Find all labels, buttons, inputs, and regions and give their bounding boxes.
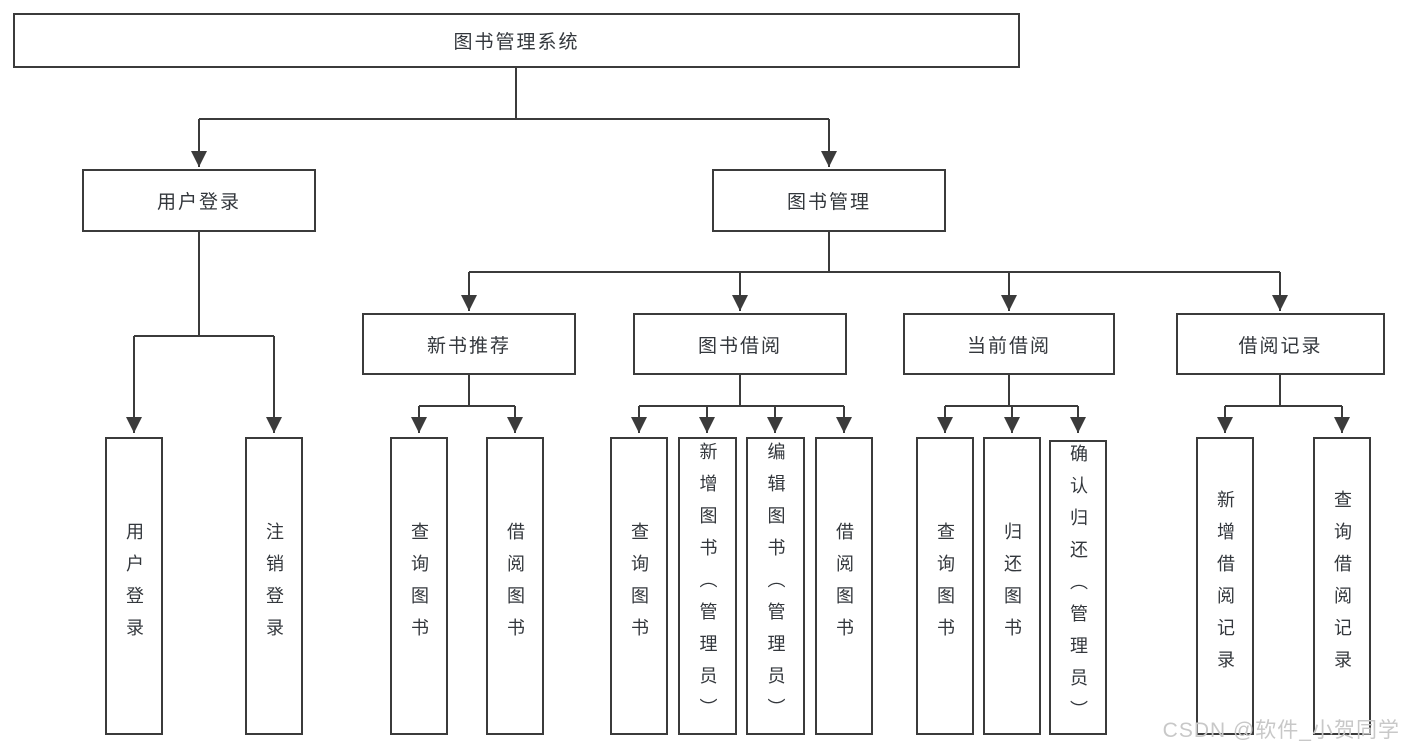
- node-label: 用户登录: [124, 522, 144, 650]
- leaf-query-books-recommend: 查询图书: [390, 437, 448, 735]
- node-book-borrowing: 图书借阅: [633, 313, 847, 375]
- node-label: 新书推荐: [426, 335, 511, 357]
- node-label: 用户登录: [156, 192, 241, 213]
- connector-new-book-recommendation-children: [411, 375, 523, 433]
- node-label: 查询借阅记录: [1332, 490, 1352, 682]
- watermark: CSDN @软件_小贺同学: [1162, 719, 1400, 742]
- node-library-system: 图书管理系统: [13, 13, 1020, 68]
- leaf-query-books-borrowing: 查询图书: [610, 437, 668, 735]
- node-label: 注销登录: [264, 522, 284, 650]
- node-label: 借阅记录: [1238, 335, 1323, 357]
- node-label: 借阅图书: [834, 522, 854, 650]
- connector-book-borrowing-children: [631, 375, 852, 433]
- connector-user-login-children: [126, 232, 282, 433]
- leaf-query-books-current: 查询图书: [916, 437, 974, 735]
- node-label: 查询图书: [409, 522, 429, 650]
- node-label: 新增图书（管理员）: [697, 442, 718, 730]
- node-label: 图书管理: [786, 192, 871, 213]
- node-label: 查询图书: [935, 522, 955, 650]
- leaf-logout: 注销登录: [245, 437, 303, 735]
- node-label: 借阅图书: [505, 522, 525, 650]
- connector-current-borrowing-children: [937, 375, 1086, 433]
- node-label: 新增借阅记录: [1215, 490, 1235, 682]
- leaf-user-login: 用户登录: [105, 437, 163, 735]
- leaf-borrow-books-recommend: 借阅图书: [486, 437, 544, 735]
- leaf-add-borrow-record: 新增借阅记录: [1196, 437, 1254, 735]
- node-current-borrowing: 当前借阅: [903, 313, 1115, 375]
- node-new-book-recommendation: 新书推荐: [362, 313, 576, 375]
- node-book-management: 图书管理: [712, 169, 946, 232]
- leaf-borrow-books-borrowing: 借阅图书: [815, 437, 873, 735]
- connector-borrowing-records-children: [1217, 375, 1350, 433]
- node-label: 确认归还（管理员）: [1068, 443, 1088, 732]
- leaf-add-books-admin: 新增图书（管理员）: [678, 437, 737, 735]
- node-user-login: 用户登录: [82, 169, 316, 232]
- leaf-edit-books-admin: 编辑图书（管理员）: [746, 437, 805, 735]
- node-label: 归还图书: [1002, 522, 1022, 650]
- node-borrowing-records: 借阅记录: [1176, 313, 1385, 375]
- node-label: 当前借阅: [966, 335, 1051, 357]
- node-label: 编辑图书（管理员）: [765, 442, 786, 730]
- node-label: 查询图书: [629, 522, 649, 650]
- connector-root-to-level2: [191, 68, 837, 167]
- leaf-return-books: 归还图书: [983, 437, 1041, 735]
- leaf-query-borrow-record: 查询借阅记录: [1313, 437, 1371, 735]
- node-label: 图书借阅: [697, 335, 782, 357]
- leaf-confirm-return-admin: 确认归还（管理员）: [1049, 440, 1107, 735]
- node-label: 图书管理系统: [453, 32, 580, 53]
- connector-book-management-children: [461, 232, 1288, 311]
